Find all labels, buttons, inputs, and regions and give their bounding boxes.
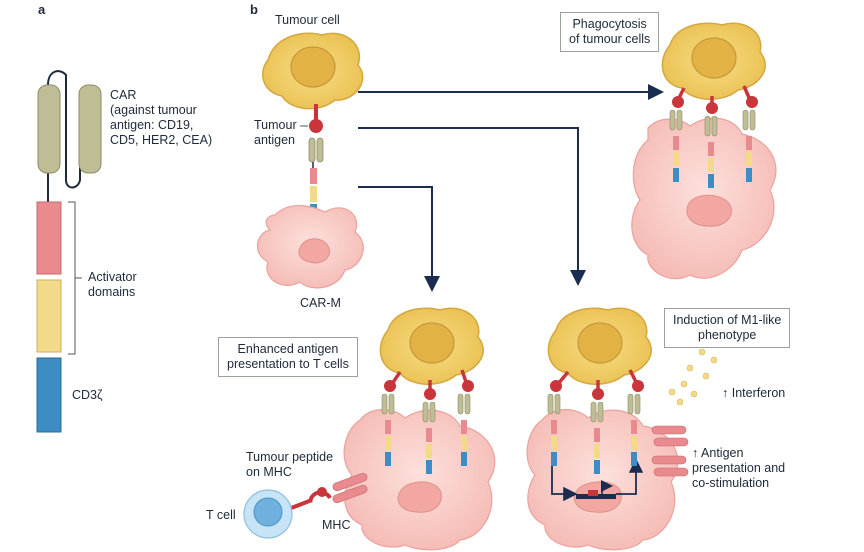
car-scfv-domain-1 — [37, 84, 61, 174]
activator-domain-pink — [36, 201, 62, 275]
flow-arrows — [358, 84, 664, 292]
car-scfv-domain-2 — [78, 84, 102, 174]
cd3z-label: CD3ζ — [72, 388, 103, 402]
car-m-label: CAR-M — [300, 296, 341, 310]
m1-phenotype-box: Induction of M1-like phenotype — [664, 308, 791, 348]
mhc-label: MHC — [322, 518, 351, 532]
tumour-antigen-label: Tumour antigen — [254, 118, 297, 147]
car-schematic — [36, 70, 102, 433]
enhanced-antigen-box: Enhanced antigen presentation to T cells — [218, 337, 358, 377]
scenario-antigen-presentation — [243, 307, 496, 551]
tumour-cell-top — [262, 32, 364, 133]
car-label: CAR (against tumour antigen: CD19, CD5, … — [110, 88, 213, 147]
t-cell-label: T cell — [206, 508, 236, 522]
tumour-antigen-ball — [309, 119, 323, 133]
car-m-macrophage — [256, 205, 364, 289]
activator-domain-yellow — [36, 279, 62, 353]
phagocytosis-box: Phagocytosis of tumour cells — [560, 12, 660, 52]
arrow-to-antigen-presentation — [358, 186, 440, 292]
panel-a-label: a — [38, 2, 46, 17]
scenario-m1-phenotype — [526, 307, 718, 551]
arrow-to-m1 — [358, 127, 586, 286]
interferon-label: ↑ Interferon — [722, 386, 786, 400]
activator-bracket — [68, 201, 82, 355]
t-cell — [243, 489, 313, 539]
panel-b-label: b — [250, 2, 258, 17]
m1-mhc-receptors — [651, 425, 689, 477]
interferon-dots — [668, 348, 718, 406]
tumour-peptide-label: Tumour peptide on MHC — [246, 450, 334, 479]
cd3z-domain — [36, 357, 62, 433]
mhc-complex — [308, 472, 368, 504]
tumour-cell-label: Tumour cell — [275, 13, 340, 27]
antigen-presentation-label: ↑ Antigen presentation and co-stimulatio… — [692, 446, 786, 490]
scenario-phagocytosis — [631, 22, 777, 280]
activator-domains-label: Activator domains — [88, 270, 137, 299]
